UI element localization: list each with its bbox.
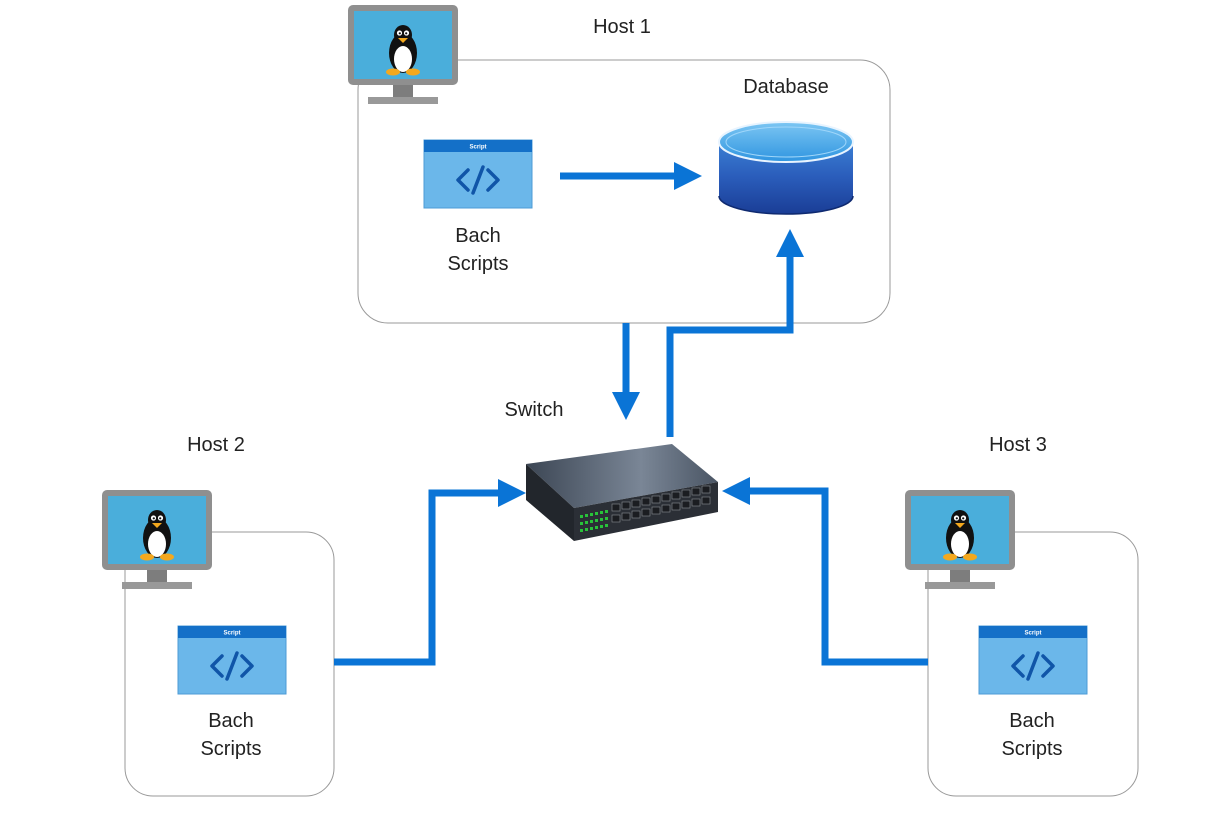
host-1-label: Host 1 xyxy=(593,16,651,38)
connector-host2-to-switch xyxy=(334,479,526,666)
host-1-script-label: Bach xyxy=(455,225,501,247)
connector-switch-to-database xyxy=(666,229,804,437)
network-switch-icon xyxy=(526,444,718,541)
switch-label: Switch xyxy=(505,399,564,421)
host-2-script-label: Scripts xyxy=(200,738,261,760)
host-3-label: Host 3 xyxy=(989,434,1047,456)
script-icon-header: Script xyxy=(223,631,240,637)
connector-host3-to-switch xyxy=(722,477,928,666)
host-1-script-label: Scripts xyxy=(447,253,508,275)
database-icon xyxy=(718,121,854,215)
host-2-script-label: Bach xyxy=(208,710,254,732)
host-2-label: Host 2 xyxy=(187,434,245,456)
host-3-script-label: Scripts xyxy=(1001,738,1062,760)
database-label: Database xyxy=(743,76,829,98)
script-icon-header: Script xyxy=(469,145,486,151)
script-icon-header: Script xyxy=(1024,631,1041,637)
host-3-script-label: Bach xyxy=(1009,710,1055,732)
